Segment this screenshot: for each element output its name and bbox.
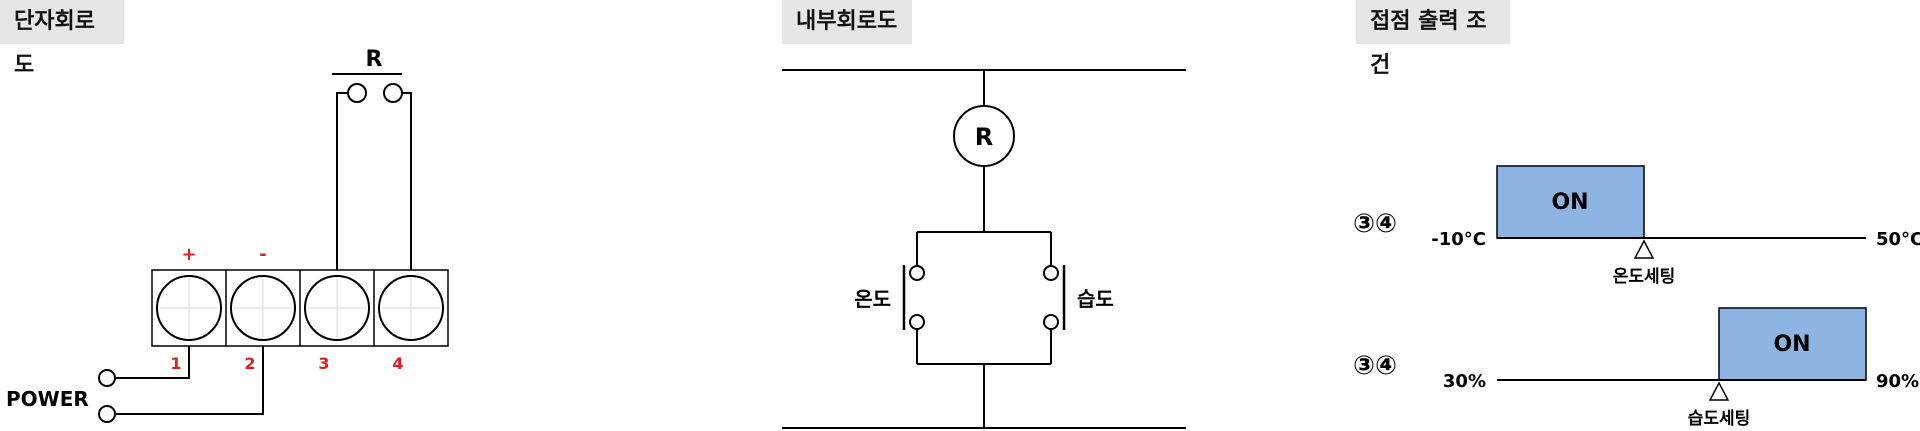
humid-contact-upper [1043,265,1059,281]
terminal-number-4: 4 [392,354,403,373]
humid-left-label: 30% [1443,371,1486,392]
power-wiring [98,346,264,423]
terminal-number-1: 1 [170,354,181,373]
internal-circuit [782,69,1186,429]
terminal-number-3: 3 [318,354,329,373]
temp-on-block [1496,165,1645,239]
terminal-number-2: 2 [244,354,255,373]
humid-setting-label: 습도세팅 [1688,409,1751,429]
temp-contact-upper [909,265,925,281]
terminal-block [151,269,449,347]
terminal-relay-label: R [366,47,383,72]
humid-row-terminals: ③④ [1353,351,1397,381]
internal-diagram-title: 내부회로도 [782,0,912,44]
terminal-screw-3 [304,275,370,341]
temp-contact-lower [909,314,925,330]
temp-on-label: ON [1551,190,1588,215]
humid-contact-lower [1043,314,1059,330]
humid-contact-label: 습도 [1077,287,1114,311]
condition-humid-row [1497,307,1867,401]
terminal-diagram-title: 단자회로도 [0,0,124,78]
terminal-screw-4 [378,275,444,341]
temp-right-label: 50°C [1876,229,1920,250]
temp-left-label: -10°C [1431,229,1486,250]
internal-relay-label: R [975,123,993,151]
humid-on-label: ON [1773,332,1810,357]
terminal-screw-1 [156,275,222,341]
temp-setting-label: 온도세팅 [1613,267,1676,287]
humid-setting-marker [1708,381,1730,401]
temp-row-terminals: ③④ [1353,209,1397,239]
humid-right-label: 90% [1876,371,1919,392]
terminal-screw-2 [230,275,296,341]
power-label: POWER [6,387,89,411]
minus-label: - [259,244,266,265]
condition-temp-row [1496,165,1866,259]
plus-label: + [181,244,196,265]
temp-contact-label: 온도 [854,287,891,311]
terminal-relay-switch [332,73,412,270]
humid-on-block [1718,307,1867,381]
contact-condition-title: 접점 출력 조건 [1356,0,1510,78]
temp-setting-marker [1633,239,1655,259]
